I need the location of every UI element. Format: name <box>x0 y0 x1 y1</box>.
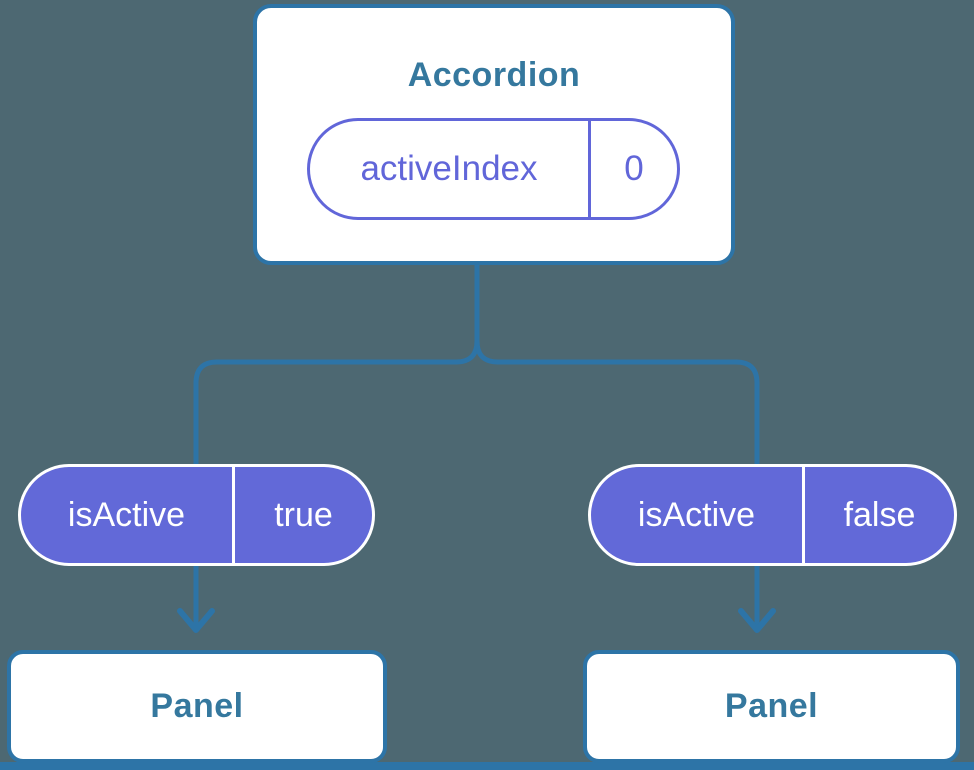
arrowhead-right-icon <box>738 608 776 633</box>
node-title: Accordion <box>407 56 581 94</box>
prop-name-label: isActive <box>637 495 756 534</box>
state-pill: activeIndex 0 <box>307 118 680 220</box>
component-node-panel-left: Panel <box>7 650 387 763</box>
prop-value-label: false <box>843 495 916 534</box>
pill-divider <box>588 118 591 220</box>
state-value-label: 0 <box>624 149 644 188</box>
arrowhead-left-icon <box>177 608 215 633</box>
state-name-label: activeIndex <box>360 149 538 188</box>
pill-divider <box>802 464 805 566</box>
component-node-accordion: Accordion activeIndex 0 <box>253 4 735 265</box>
prop-pill-left: isActive true <box>18 464 375 566</box>
prop-value-label: true <box>274 495 333 534</box>
connector-branch-right <box>474 340 760 470</box>
prop-name-label: isActive <box>67 495 186 534</box>
prop-pill-right: isActive false <box>588 464 957 566</box>
node-title: Panel <box>150 687 244 725</box>
connector-branch-left <box>193 340 480 470</box>
baseline-rule <box>0 762 974 770</box>
component-node-panel-right: Panel <box>583 650 960 763</box>
pill-divider <box>232 464 235 566</box>
node-title: Panel <box>724 687 819 725</box>
